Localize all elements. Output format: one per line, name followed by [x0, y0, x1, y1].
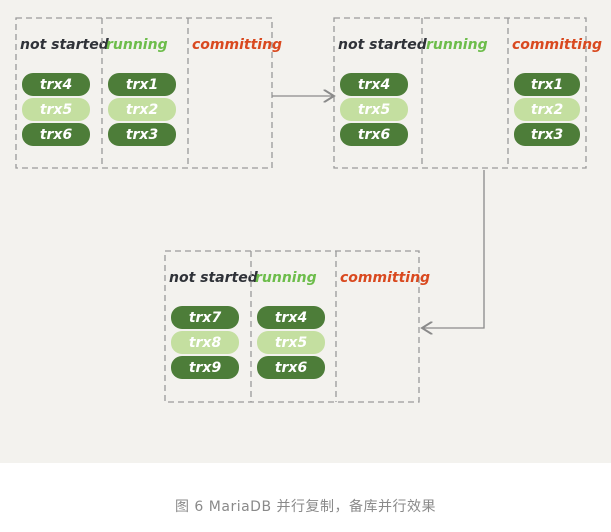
column-header-running: running — [426, 37, 488, 53]
trx-block — [108, 98, 176, 121]
group-border — [164, 250, 420, 403]
trx-block — [22, 98, 90, 121]
column-header-not-started: not started — [338, 37, 428, 53]
trx-block — [514, 73, 580, 96]
trx-block — [171, 356, 239, 379]
column-header-running: running — [106, 37, 168, 53]
diagram-background — [0, 0, 611, 463]
trx-label: trx2 — [126, 102, 158, 118]
trx-block — [108, 73, 176, 96]
trx-label: trx6 — [358, 127, 391, 143]
trx-block — [171, 306, 239, 329]
column-header-committing: committing — [340, 270, 430, 286]
figure-caption: 图 6 MariaDB 并行复制，备库并行效果 — [174, 499, 437, 515]
group-2: not started trx4 trx5 trx6 running committing… — [333, 17, 602, 169]
trx-label: trx4 — [358, 77, 390, 93]
arrow-group2-to-group3 — [422, 170, 485, 328]
group-border — [333, 17, 587, 169]
trx-block — [22, 73, 90, 96]
trx-block — [340, 123, 408, 146]
trx-label: trx4 — [40, 77, 72, 93]
trx-block — [514, 123, 580, 146]
trx-label: trx5 — [275, 335, 308, 351]
trx-block — [257, 356, 325, 379]
trx-block — [257, 331, 325, 354]
trx-label: trx2 — [531, 102, 563, 118]
trx-label: trx8 — [189, 335, 222, 351]
trx-label: trx3 — [126, 127, 158, 143]
flow-arrows — [272, 96, 485, 328]
column-header-committing: committing — [192, 37, 282, 53]
group-1: not started trx4 trx5 trx6 running trx1 trx2 tr… — [15, 17, 282, 169]
trx-label: trx6 — [275, 360, 308, 376]
trx-block — [108, 123, 176, 146]
column-header-committing: committing — [512, 37, 602, 53]
trx-label: trx4 — [275, 310, 307, 326]
trx-block — [257, 306, 325, 329]
trx-block — [171, 331, 239, 354]
trx-label: trx1 — [126, 77, 158, 93]
trx-label: trx5 — [40, 102, 73, 118]
column-header-not-started: not started — [20, 37, 110, 53]
trx-block — [514, 98, 580, 121]
group-border — [15, 17, 273, 169]
trx-label: trx1 — [531, 77, 563, 93]
group-3: not started trx7 trx8 trx9 running trx4 trx5 tr… — [164, 250, 430, 403]
trx-label: trx6 — [40, 127, 73, 143]
trx-label: trx3 — [531, 127, 563, 143]
trx-label: trx7 — [189, 310, 222, 326]
trx-label: trx5 — [358, 102, 391, 118]
trx-block — [340, 98, 408, 121]
diagram-canvas: not started trx4 trx5 trx6 running trx1 trx2 tr… — [15, 17, 602, 403]
trx-label: trx9 — [189, 360, 222, 376]
trx-block — [340, 73, 408, 96]
column-header-not-started: not started — [169, 270, 259, 286]
trx-block — [22, 123, 90, 146]
column-header-running: running — [255, 270, 317, 286]
